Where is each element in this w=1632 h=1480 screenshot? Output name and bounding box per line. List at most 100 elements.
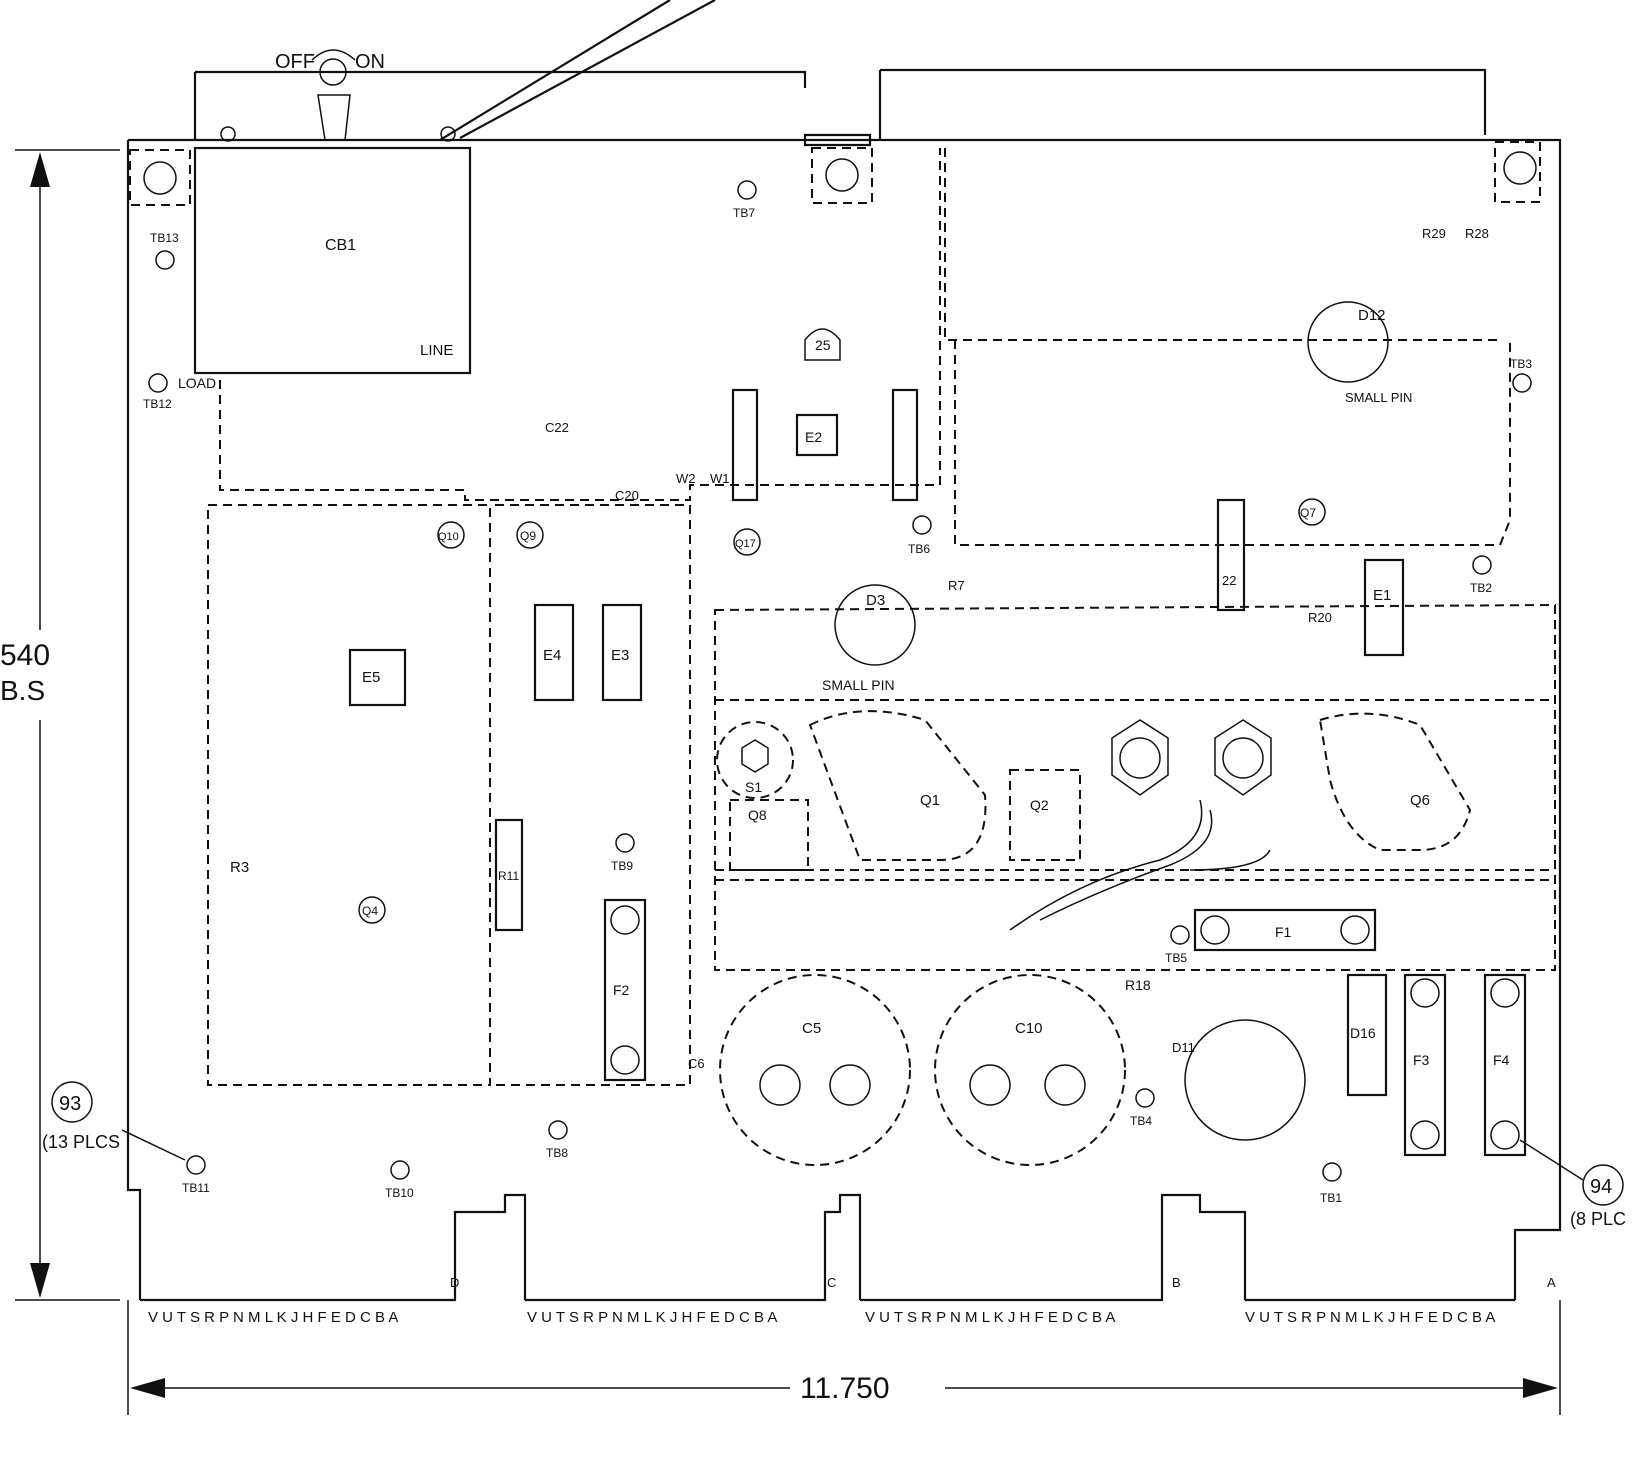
s1-label: S1 <box>745 779 762 795</box>
width-dimension-label: 11.750 <box>800 1372 890 1405</box>
switch-on-label: ON <box>355 51 385 73</box>
r22-label: 22 <box>1222 573 1236 588</box>
c20-label: C20 <box>615 488 639 503</box>
svg-text:94: 94 <box>1590 1176 1612 1198</box>
dimension-height: 540 B.S <box>0 149 120 1301</box>
terminal-tb8: TB8 <box>546 1120 568 1160</box>
connector-pins-1: V U T S R P N M L K J H F E D C B A <box>148 1309 398 1326</box>
q1-label: Q1 <box>920 792 940 809</box>
svg-text:TB4: TB4 <box>1130 1114 1152 1128</box>
sub-board-regions <box>207 148 1556 1086</box>
c5-label: C5 <box>802 1020 821 1037</box>
wire-bundle <box>1009 799 1271 931</box>
terminal-tb10: TB10 <box>385 1160 414 1200</box>
w2-label: W2 <box>676 471 696 486</box>
fuse-f4: F4 <box>1483 973 1527 1157</box>
f3-label: F3 <box>1413 1052 1430 1068</box>
semiconductors: D12 SMALL PIN D3 SMALL PIN 25 Q1 Q2 Q6 Q… <box>358 301 1472 1141</box>
svg-text:TB11: TB11 <box>182 1181 210 1195</box>
terminal-tb13: TB13 <box>150 231 179 270</box>
e2-label: E2 <box>805 429 822 445</box>
connector-pins-4: V U T S R P N M L K J H F E D C B A <box>1245 1309 1495 1326</box>
q2-label: Q2 <box>1030 797 1049 813</box>
switch-off-label: OFF <box>275 51 315 73</box>
svg-text:(8 PLC: (8 PLC <box>1570 1209 1626 1229</box>
r7-label: R7 <box>948 578 965 593</box>
svg-text:TB3: TB3 <box>1510 357 1532 371</box>
dimension-width: 11.750 <box>130 1372 1558 1405</box>
d3-label: D3 <box>866 592 885 609</box>
terminal-tb6: TB6 <box>908 515 932 556</box>
mounting-screws <box>129 141 1541 206</box>
connector-pins-3: V U T S R P N M L K J H F E D C B A <box>865 1309 1115 1326</box>
connector-pins-2: V U T S R P N M L K J H F E D C B A <box>527 1309 777 1326</box>
r29-label: R29 <box>1422 226 1446 241</box>
connector-tab-a: A <box>1547 1275 1556 1290</box>
connector-tab-c: C <box>827 1275 836 1290</box>
svg-text:TB5: TB5 <box>1165 951 1187 965</box>
height-dimension-label: 540 <box>0 639 50 672</box>
fuse-f3: F3 <box>1403 973 1447 1157</box>
q9-label: Q9 <box>520 529 536 543</box>
callout-93: 93 (13 PLCS <box>42 1081 186 1161</box>
q8-label: Q8 <box>748 807 767 823</box>
d25-label: 25 <box>815 337 831 353</box>
fuse-f2: F2 <box>603 898 647 1082</box>
fuse-f1: F1 <box>1193 908 1377 952</box>
d12-label: D12 <box>1358 307 1386 324</box>
integrated-circuits: E4 E3 E5 E2 E1 <box>348 413 1405 707</box>
circuit-breaker-cb1: CB1 LINE LOAD <box>178 146 472 391</box>
terminal-tb2: TB2 <box>1470 555 1492 595</box>
q10-label: Q10 <box>438 531 459 543</box>
line-label: LINE <box>420 342 453 359</box>
f2-label: F2 <box>613 982 630 998</box>
d16-label: D16 <box>1350 1025 1376 1041</box>
capacitor-c10: C10 <box>934 974 1126 1166</box>
r20-label: R20 <box>1308 610 1332 625</box>
r18-label: R18 <box>1125 977 1151 993</box>
terminal-tb3: TB3 <box>1510 357 1532 393</box>
e1-label: E1 <box>1373 587 1391 604</box>
switch-s1: S1 <box>716 721 794 799</box>
svg-text:93: 93 <box>59 1093 81 1115</box>
svg-text:TB9: TB9 <box>611 859 633 873</box>
terminal-tb7: TB7 <box>733 180 757 220</box>
r11-label: R11 <box>498 869 519 883</box>
connector-tab-b: B <box>1172 1275 1181 1290</box>
terminal-tb5: TB5 <box>1165 925 1190 965</box>
svg-text:TB13: TB13 <box>150 231 179 245</box>
c6-label: C6 <box>688 1056 705 1071</box>
svg-text:TB12: TB12 <box>143 397 172 411</box>
height-dimension-suffix: B.S <box>0 675 45 706</box>
q17-label: Q17 <box>735 538 756 550</box>
capacitor-c5: C5 <box>719 974 911 1166</box>
e5-label: E5 <box>362 669 380 686</box>
r3-label: R3 <box>230 859 249 876</box>
e3-label: E3 <box>611 647 629 664</box>
terminal-tb1: TB1 <box>1320 1162 1342 1205</box>
svg-text:TB10: TB10 <box>385 1186 414 1200</box>
terminal-tb4: TB4 <box>1130 1088 1155 1128</box>
resistors: 22 R11 R3 R18 R20 R28 R29 R7 C20 C22 C6 … <box>230 226 1489 1071</box>
svg-text:TB2: TB2 <box>1470 581 1492 595</box>
svg-text:(13 PLCS: (13 PLCS <box>42 1132 120 1152</box>
svg-text:TB8: TB8 <box>546 1146 568 1160</box>
callout-94: 94 (8 PLC <box>1519 1139 1626 1229</box>
r28-label: R28 <box>1465 226 1489 241</box>
c22-label: C22 <box>545 420 569 435</box>
terminal-tb11: TB11 <box>182 1155 210 1195</box>
svg-text:TB1: TB1 <box>1320 1191 1342 1205</box>
edge-connector-labels: V U T S R P N M L K J H F E D C B A V U … <box>148 1275 1556 1326</box>
cb1-label: CB1 <box>325 237 356 254</box>
svg-text:TB6: TB6 <box>908 542 930 556</box>
f1-label: F1 <box>1275 924 1292 940</box>
small-pin-label-top: SMALL PIN <box>1345 390 1412 405</box>
terminal-tb9: TB9 <box>611 833 635 873</box>
d11-label: D11 <box>1172 1040 1195 1055</box>
f4-label: F4 <box>1493 1052 1510 1068</box>
q4-label: Q4 <box>362 904 378 918</box>
svg-text:TB7: TB7 <box>733 206 755 220</box>
q6-label: Q6 <box>1410 792 1430 809</box>
load-label: LOAD <box>178 375 216 391</box>
